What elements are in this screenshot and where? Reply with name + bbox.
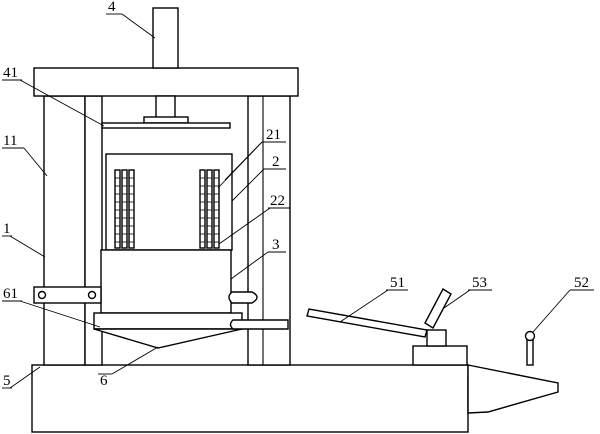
leader-3 [230,251,269,280]
lower-guide-pin [229,319,289,330]
left-bracket [33,286,102,304]
base-tapered-extension [467,364,559,414]
part-labels: 4 41 11 1 21 2 22 3 61 6 5 51 53 52 [3,0,589,389]
right-comb-rods [199,169,220,249]
label-61: 61 [3,286,18,302]
container-lid-flange [93,312,243,330]
valve-body [426,329,447,347]
container-assembly [93,249,243,349]
lever-support-block [412,345,468,366]
mould-box [105,153,233,251]
label-4: 4 [108,0,116,15]
comb-rod [121,169,128,249]
leader-2 [231,168,265,202]
label-underlines [2,13,594,389]
label-11: 11 [3,133,17,149]
left-comb-rods [114,169,135,249]
base-plate [31,364,469,433]
bracket-bolt [37,290,47,300]
base-assembly [31,364,559,433]
leader-lines [9,13,571,389]
leader-61 [19,300,101,328]
container-body [100,249,232,314]
bracket-plate [33,286,102,304]
leader-52 [532,289,571,333]
label-6: 6 [100,373,108,389]
press-plate-hub [143,116,189,124]
label-22: 22 [270,193,285,209]
leader-53 [443,289,471,309]
leader-41 [19,79,105,127]
label-53: 53 [472,275,487,291]
comb-rod [199,169,206,249]
handle-post [526,337,534,366]
label-1: 1 [3,221,11,237]
leader-1 [9,235,46,258]
label-52: 52 [574,275,589,291]
leader-4 [121,13,156,39]
label-41: 41 [3,65,18,81]
top-beam [33,67,299,97]
leader-11 [23,147,48,177]
piston-rod [155,95,176,119]
comb-rod [213,169,220,249]
comb-rod [128,169,135,249]
leader-6 [111,346,159,375]
funnel-bottom [93,328,243,349]
label-2: 2 [272,154,280,170]
label-21: 21 [266,127,281,143]
valve-handle [424,288,452,329]
guide-pins [228,291,289,330]
label-51: 51 [390,275,405,291]
lever-arm [306,308,428,338]
comb-rod [206,169,213,249]
lever-assembly [306,288,536,366]
handle-knob [524,330,536,342]
label-3: 3 [272,237,280,253]
leader-21b [224,141,263,181]
press-cylinder-assembly [101,7,231,129]
label-5: 5 [3,373,11,389]
left-outer-column [43,95,86,366]
leader-22 [218,207,271,245]
comb-rod [114,169,121,249]
press-plate [101,122,231,129]
bracket-bolt [87,290,97,300]
leader-5 [9,366,41,389]
upper-guide-pin [228,291,258,304]
cylinder-rod [152,7,179,69]
comb-rod-segments [115,177,219,243]
leader-51 [339,289,389,323]
